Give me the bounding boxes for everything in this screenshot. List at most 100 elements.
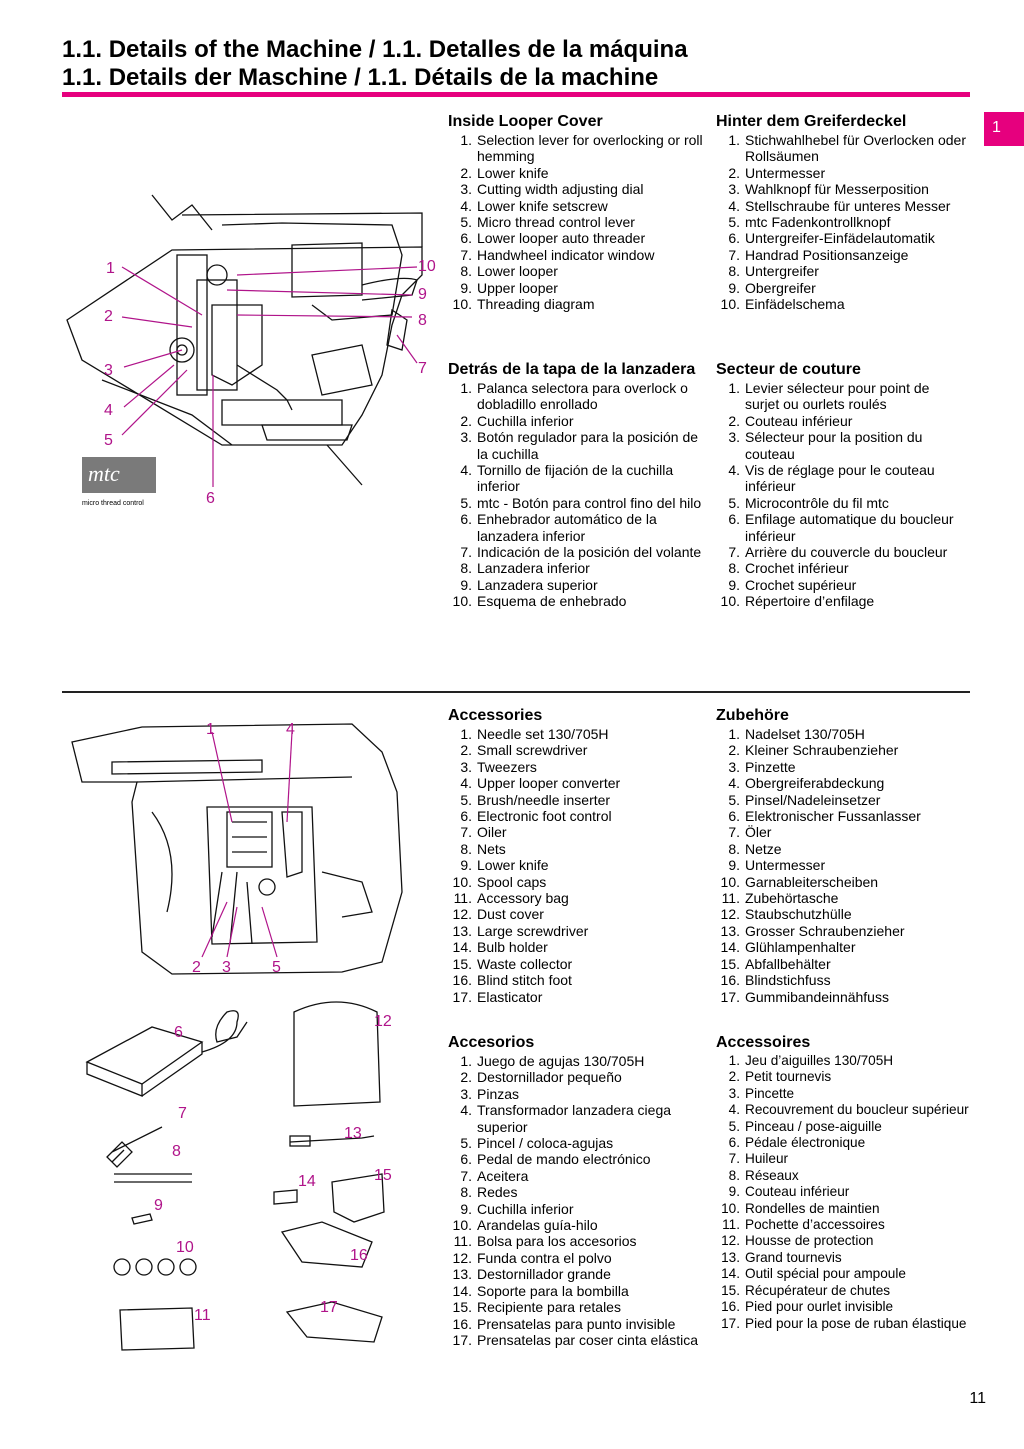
item-number: 15. bbox=[721, 1282, 740, 1298]
list-item: 3.Pinzette bbox=[716, 759, 978, 775]
list-item: 1.Needle set 130/705H bbox=[448, 726, 706, 742]
item-number: 5. bbox=[728, 214, 740, 231]
item-number: 2. bbox=[460, 1069, 472, 1086]
item-number: 5. bbox=[460, 214, 472, 231]
item-number: 2. bbox=[460, 412, 472, 429]
item-text: Oiler bbox=[477, 824, 507, 841]
item-number: 17. bbox=[452, 988, 472, 1005]
list-item: 1.Stichwahlhebel für Overlocken oder Rol… bbox=[716, 132, 978, 165]
item-number: 14. bbox=[452, 1282, 472, 1299]
item-text: Electronic foot control bbox=[477, 808, 612, 825]
item-number: 1. bbox=[460, 1053, 472, 1069]
list-item: 1.Selection lever for overlocking or rol… bbox=[448, 132, 703, 165]
list-item: 12.Housse de protection bbox=[716, 1233, 986, 1249]
item-number: 10. bbox=[721, 1200, 740, 1216]
item-number: 7. bbox=[728, 1151, 740, 1167]
chapter-tab: 1 bbox=[984, 112, 1024, 146]
item-text: Enhebrador automático de la lanzadera in… bbox=[477, 511, 657, 544]
item-text: Tornillo de fijación de la cuchilla infe… bbox=[477, 462, 674, 495]
item-text: Small screwdriver bbox=[477, 742, 588, 759]
list-item: 4.Vis de réglage pour le couteau inférie… bbox=[716, 462, 966, 495]
item-text: Netze bbox=[745, 840, 782, 857]
page-title-line-2: 1.1. Details der Maschine / 1.1. Détails… bbox=[62, 64, 659, 91]
item-number: 15. bbox=[452, 955, 472, 972]
list-item: 13.Grosser Schraubenzieher bbox=[716, 923, 978, 939]
machine-diagram: 1 2 3 4 5 6 7 8 9 10 mtc micro thread co… bbox=[66, 194, 436, 507]
callout-1: 1 bbox=[106, 260, 115, 277]
item-number: 15. bbox=[452, 1299, 472, 1316]
callout-4: 4 bbox=[286, 721, 295, 738]
item-number: 6. bbox=[460, 808, 472, 825]
item-number: 4. bbox=[728, 775, 740, 792]
section-heading: Secteur de couture bbox=[716, 361, 861, 378]
list-item: 7.Oiler bbox=[448, 824, 706, 840]
list-item: 5. Pinsel/Nadeleinsetzer bbox=[716, 792, 978, 808]
list-item: 7.Huileur bbox=[716, 1151, 986, 1167]
item-number: 11. bbox=[453, 1233, 472, 1250]
item-number: 9. bbox=[460, 1200, 472, 1217]
item-number: 11. bbox=[722, 1217, 740, 1233]
list-item: 11.Accessory bag bbox=[448, 890, 706, 906]
item-text: Upper looper bbox=[477, 279, 558, 296]
item-text: Sélecteur pour la position du couteau bbox=[745, 429, 923, 462]
list-item: 9.Cuchilla inferior bbox=[448, 1201, 710, 1217]
list-item: 12.Staubschutzhülle bbox=[716, 906, 978, 922]
item-number: 3. bbox=[728, 429, 740, 446]
list-item: 6. Electronic foot control bbox=[448, 808, 706, 824]
item-text: Pinsel/Nadeleinsetzer bbox=[745, 791, 881, 808]
accessories-diagram: 1 4 2 3 5 6 7 8 9 10 11 12 13 14 15 16 1… bbox=[71, 721, 403, 1351]
list-item: 5.Pinceau / pose-aiguille bbox=[716, 1119, 986, 1135]
callout-9: 9 bbox=[154, 1197, 163, 1214]
item-number: 5. bbox=[728, 791, 740, 808]
list-item: 6.Enhebrador automático de la lanzadera … bbox=[448, 511, 706, 544]
list-item: 8.Redes bbox=[448, 1184, 710, 1200]
item-text: Couteau inférieur bbox=[745, 412, 853, 429]
item-text: Microcontrôle du fil mtc bbox=[745, 494, 889, 511]
item-number: 14. bbox=[452, 939, 472, 956]
item-text: Enfilage automatique du boucleur inférie… bbox=[745, 511, 954, 544]
item-text: Esquema de enhebrado bbox=[477, 593, 627, 610]
item-text: Blindstichfuss bbox=[745, 972, 831, 989]
item-number: 8. bbox=[728, 840, 740, 857]
callout-5: 5 bbox=[272, 959, 281, 976]
item-number: 3. bbox=[728, 181, 740, 198]
list-item: 4.Obergreiferabdeckung bbox=[716, 775, 978, 791]
item-number: 6. bbox=[728, 230, 740, 247]
item-text: Housse de protection bbox=[745, 1233, 874, 1249]
item-text: Elasticator bbox=[477, 988, 543, 1005]
list-item: 3.Botón regulador para la posición de la… bbox=[448, 429, 706, 462]
list-item: 9.Untermesser bbox=[716, 857, 978, 873]
item-text: Arrière du couvercle du boucleur bbox=[745, 544, 948, 561]
item-number: 13. bbox=[720, 922, 740, 939]
list-item: 5.Pincel / coloca-agujas bbox=[448, 1135, 710, 1151]
item-number: 2. bbox=[728, 742, 740, 759]
item-text: Garnableiterscheiben bbox=[745, 873, 879, 890]
item-text: Pied pour la pose de ruban élastique bbox=[745, 1315, 967, 1331]
list-item: 4.Tornillo de fijación de la cuchilla in… bbox=[448, 462, 706, 495]
list-item: 8.Nets bbox=[448, 841, 706, 857]
callout-1: 1 bbox=[206, 721, 215, 738]
list-item: 3. Sélecteur pour la position du couteau bbox=[716, 429, 966, 462]
item-text: Untermesser bbox=[745, 857, 826, 874]
section-heading: Accessoires bbox=[716, 1034, 811, 1051]
item-number: 16. bbox=[452, 1315, 472, 1332]
item-number: 3. bbox=[460, 758, 472, 775]
item-number: 3. bbox=[728, 1085, 740, 1101]
item-text: Destornillador pequeño bbox=[477, 1069, 622, 1086]
item-text: Pincel / coloca-agujas bbox=[477, 1135, 614, 1152]
list-item: 2.Kleiner Schraubenzieher bbox=[716, 742, 978, 758]
callout-10: 10 bbox=[176, 1239, 194, 1256]
list-item: 8.Réseaux bbox=[716, 1168, 986, 1184]
item-text: Destornillador grande bbox=[477, 1266, 611, 1283]
item-number: 1. bbox=[728, 380, 740, 396]
item-number: 3. bbox=[460, 181, 472, 198]
callout-6: 6 bbox=[206, 490, 215, 507]
item-number: 7. bbox=[460, 246, 472, 263]
item-text: Lanzadera superior bbox=[477, 576, 598, 593]
item-text: Staubschutzhülle bbox=[745, 906, 852, 923]
item-text: Cuchilla inferior bbox=[477, 412, 574, 429]
list-item: 6.Elektronischer Fussanlasser bbox=[716, 808, 978, 824]
item-text: Rondelles de maintien bbox=[745, 1200, 880, 1216]
